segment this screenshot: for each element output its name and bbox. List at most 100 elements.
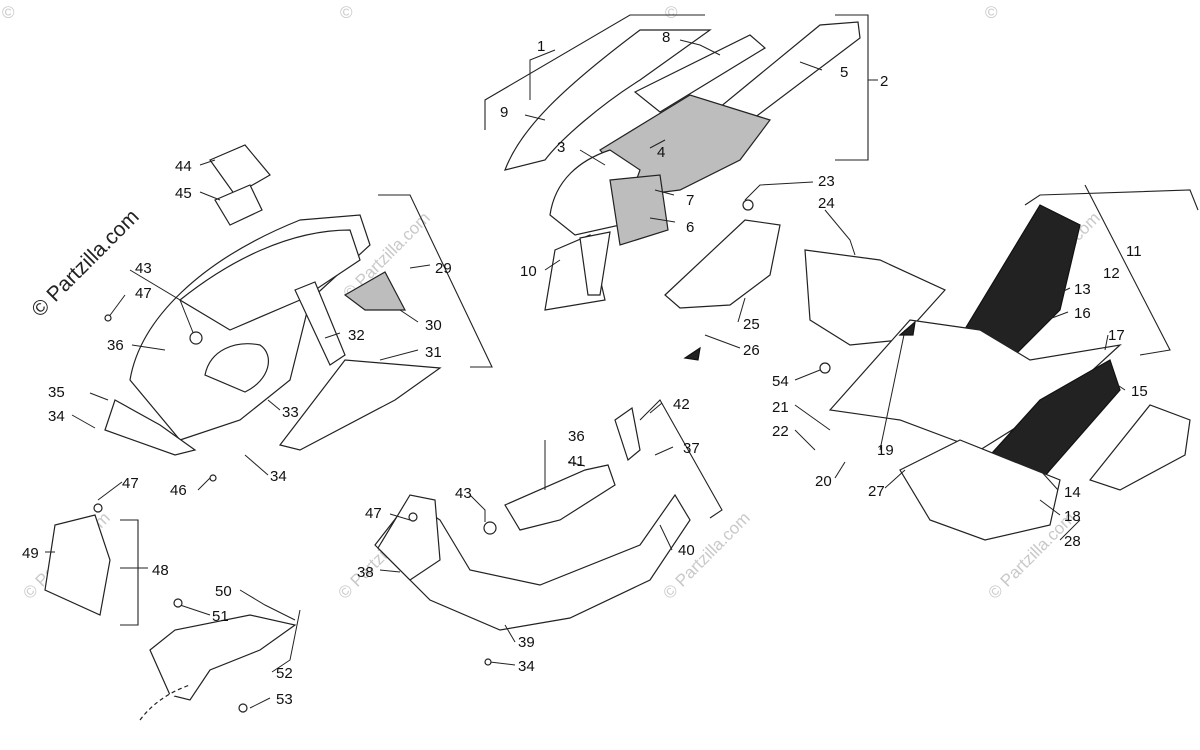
screw-icon: [209, 474, 217, 482]
callout-37: 37: [683, 440, 700, 457]
callout-6: 6: [686, 219, 694, 236]
grommet-icon: [819, 362, 831, 374]
side-panel-38: [377, 494, 441, 581]
callout-21: 21: [772, 399, 789, 416]
bracket-panel: [579, 231, 611, 296]
callout-17: 17: [1108, 327, 1125, 344]
callout-26: 26: [743, 342, 760, 359]
lower-left-parts: [44, 514, 297, 721]
console-top: [178, 229, 361, 331]
bracket-29: [378, 194, 493, 368]
bracket-32: [294, 281, 346, 366]
callout-10: 10: [520, 263, 537, 280]
callout-13: 13: [1074, 281, 1091, 298]
callout-47c: 47: [365, 505, 382, 522]
pad-31: [278, 359, 442, 451]
callout-9: 9: [500, 104, 508, 121]
callout-1: 1: [537, 38, 545, 55]
pad-30: [343, 271, 406, 311]
callout-54: 54: [772, 373, 789, 390]
watermark-corner: ©: [985, 3, 998, 22]
callout-40: 40: [678, 542, 695, 559]
grommet-icon: [742, 199, 754, 211]
callout-7: 7: [686, 192, 694, 209]
callout-39: 39: [518, 634, 535, 651]
screw-icon: [173, 598, 183, 608]
belly-pan-39: [374, 493, 691, 631]
side-panel-12: [828, 319, 1122, 451]
callout-47b: 47: [122, 475, 139, 492]
callout-34a: 34: [48, 408, 65, 425]
screw-icon: [238, 703, 248, 713]
callout-48: 48: [152, 562, 169, 579]
rivet-icon: [898, 320, 916, 336]
watermark-main: © Partzilla.com: [27, 205, 143, 321]
side-panel-25: [664, 219, 781, 309]
side-decal-6: [609, 174, 669, 246]
callout-19: 19: [877, 442, 894, 459]
watermark-corner: ©: [665, 3, 678, 22]
callout-25: 25: [743, 316, 760, 333]
callout-41: 41: [568, 453, 585, 470]
bracket-1: [484, 14, 705, 130]
trim-28: [899, 439, 1061, 541]
decal-9: [504, 29, 712, 171]
callout-49: 49: [22, 545, 39, 562]
callout-50: 50: [215, 583, 232, 600]
bracket-50: [149, 614, 297, 701]
bracket-12: [1084, 184, 1171, 356]
gauge-bezel-44: [209, 144, 271, 196]
screw-icon: [104, 314, 112, 322]
callout-34c: 34: [518, 658, 535, 675]
bracket-11: [1024, 189, 1199, 211]
callout-35: 35: [48, 384, 65, 401]
callout-33: 33: [282, 404, 299, 421]
callout-28: 28: [1064, 533, 1081, 550]
callout-22: 22: [772, 423, 789, 440]
cable-lines: [139, 684, 191, 721]
callout-43b: 43: [455, 485, 472, 502]
callout-36b: 36: [568, 428, 585, 445]
callout-24: 24: [818, 195, 835, 212]
callout-46: 46: [170, 482, 187, 499]
bracket-37: [639, 399, 723, 519]
panel-49: [44, 514, 111, 616]
hood-decal-group: [504, 21, 861, 311]
callout-52: 52: [276, 665, 293, 682]
bracket-2: [835, 14, 869, 161]
hardware-glyphs: [93, 199, 916, 713]
watermark-corner: ©: [2, 3, 15, 22]
callout-27: 27: [868, 483, 885, 500]
console-well: [204, 343, 269, 393]
callout-51: 51: [212, 608, 229, 625]
callout-44: 44: [175, 158, 192, 175]
callout-5: 5: [840, 64, 848, 81]
callout-36a: 36: [107, 337, 124, 354]
callout-12: 12: [1103, 265, 1120, 282]
callout-32: 32: [348, 327, 365, 344]
cover-41: [504, 464, 616, 531]
side-panel-35: [104, 399, 197, 456]
callout-47a: 47: [135, 285, 152, 302]
callout-31: 31: [425, 344, 442, 361]
callout-20: 20: [815, 473, 832, 490]
callout-34b: 34: [270, 468, 287, 485]
grommet-icon: [189, 331, 203, 345]
screw-icon: [408, 512, 418, 522]
belly-pan-group: [374, 406, 691, 631]
rivet-icon: [683, 346, 701, 361]
grommet-icon: [483, 521, 497, 535]
callout-23: 23: [818, 173, 835, 190]
grille-15: [1088, 404, 1191, 491]
callout-2: 2: [880, 73, 888, 90]
leader-lines: [45, 39, 1126, 709]
callout-38: 38: [357, 564, 374, 581]
callout-8: 8: [662, 29, 670, 46]
callout-45: 45: [175, 185, 192, 202]
callout-16: 16: [1074, 305, 1091, 322]
assembly-brackets: [120, 14, 1199, 626]
console-group: [104, 144, 442, 456]
callout-43a: 43: [135, 260, 152, 277]
callout-15: 15: [1131, 383, 1148, 400]
